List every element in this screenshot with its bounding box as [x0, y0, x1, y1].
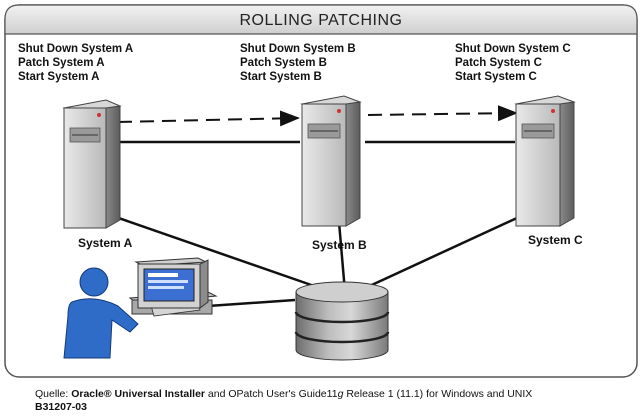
caption-prefix: Quelle:	[35, 388, 72, 400]
diagram-title: ROLLING PATCHING	[239, 12, 403, 29]
caption-bold-title: Oracle® Universal Installer	[71, 388, 205, 400]
step-patch-a: Patch System A	[18, 57, 105, 69]
server-a-icon	[62, 99, 122, 229]
system-a-label: System A	[78, 236, 133, 250]
server-b-icon	[300, 95, 362, 227]
database-icon	[294, 281, 390, 361]
system-b-label: System B	[312, 238, 367, 252]
link-a-db	[109, 213, 341, 297]
link-c-db	[349, 203, 546, 297]
system-a-steps: Shut Down System A Patch System A Start …	[18, 42, 133, 84]
step-start-c: Start System C	[455, 71, 537, 83]
step-shutdown-c: Shut Down System C	[455, 43, 571, 55]
caption-italic: g	[337, 388, 344, 400]
dashed-arrow-b-to-c	[367, 105, 518, 122]
step-start-a: Start System A	[18, 71, 100, 83]
system-b-steps: Shut Down System B Patch System B Start …	[240, 42, 356, 84]
source-caption: Quelle: Oracle® Universal Installer and …	[35, 388, 532, 414]
system-c-label: System C	[528, 233, 583, 247]
server-c-icon	[514, 95, 576, 227]
caption-suffix: Release 1 (11.1) for Windows and UNIX	[343, 388, 533, 400]
dashed-arrow-a-to-b	[117, 110, 300, 127]
system-c-steps: Shut Down System C Patch System C Start …	[455, 42, 571, 84]
step-shutdown-b: Shut Down System B	[240, 43, 356, 55]
step-patch-c: Patch System C	[455, 57, 542, 69]
title-band	[4, 4, 638, 35]
step-start-b: Start System B	[240, 71, 322, 83]
caption-doc-id: B31207-03	[35, 401, 87, 413]
caption-middle: and OPatch User's Guide11	[205, 388, 338, 400]
user-workstation-icon	[63, 257, 218, 359]
step-patch-b: Patch System B	[240, 57, 327, 69]
step-shutdown-a: Shut Down System A	[18, 43, 134, 55]
